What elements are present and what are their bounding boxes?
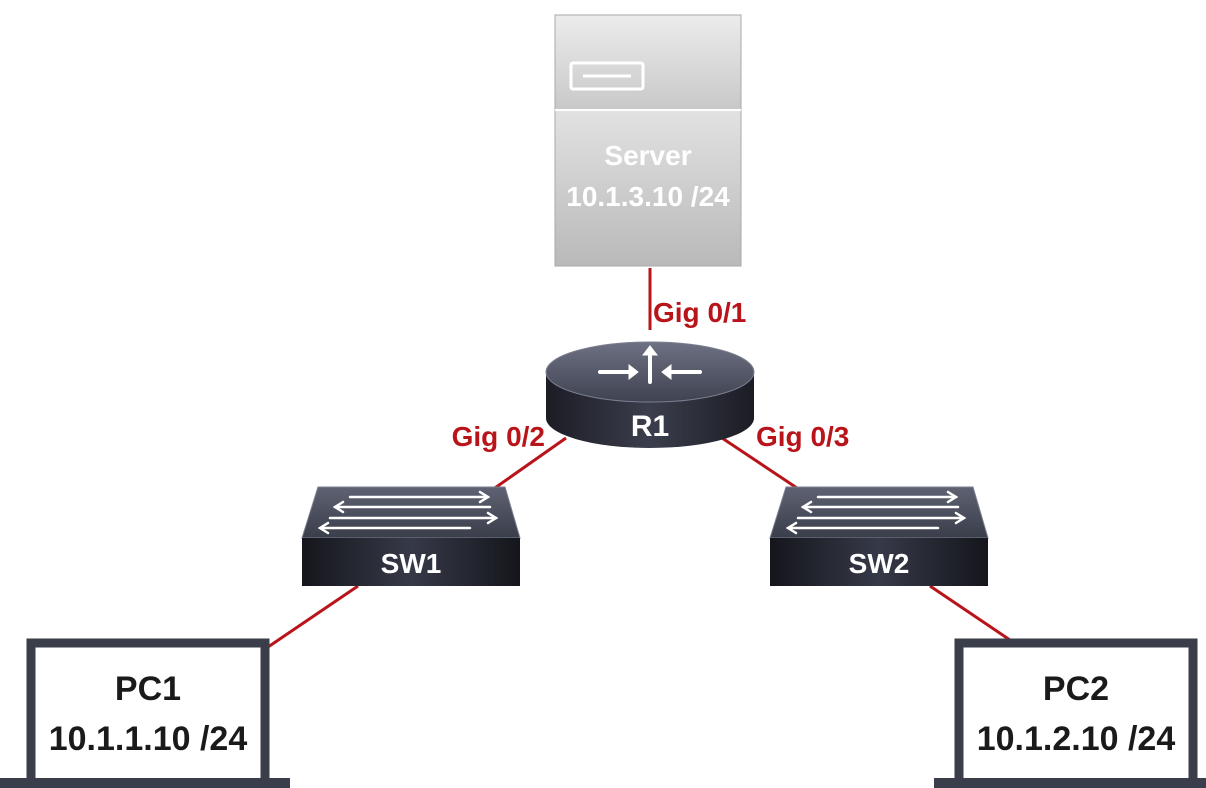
pc-ip-pc1: 10.1.1.10 /24 — [49, 720, 248, 758]
switch-node-sw2: SW2 — [769, 486, 989, 586]
server-icon — [554, 14, 742, 267]
link-r1-sw2 — [721, 436, 801, 492]
interface-label-gig02: Gig 0/2 — [452, 421, 545, 452]
interface-label-gig03: Gig 0/3 — [756, 421, 849, 452]
pc-node-pc2: PC2 10.1.2.10 /24 — [934, 638, 1206, 788]
server-ip: 10.1.3.10 /24 — [566, 181, 730, 212]
laptop-icon — [934, 638, 1206, 788]
server-name: Server — [604, 140, 691, 171]
links — [267, 268, 1011, 649]
router-name: R1 — [631, 410, 669, 443]
server-node: Server 10.1.3.10 /24 — [554, 14, 742, 267]
switch-name-sw1: SW1 — [381, 548, 442, 579]
router-node: R1 — [545, 341, 755, 448]
pc-node-pc1: PC1 10.1.1.10 /24 — [0, 638, 290, 788]
pc-ip-pc2: 10.1.2.10 /24 — [977, 720, 1176, 758]
switch-icon — [769, 486, 989, 586]
switch-name-sw2: SW2 — [849, 548, 910, 579]
link-sw1-pc1 — [267, 584, 359, 649]
pc-name-pc2: PC2 — [1043, 670, 1109, 708]
router-icon — [545, 341, 755, 448]
link-r1-sw1 — [491, 436, 567, 492]
laptop-icon — [0, 638, 290, 788]
switch-node-sw1: SW1 — [301, 486, 521, 586]
link-sw2-pc2 — [929, 584, 1011, 642]
interface-label-gig01: Gig 0/1 — [653, 297, 746, 328]
pc-name-pc1: PC1 — [115, 670, 181, 708]
switch-icon — [301, 486, 521, 586]
